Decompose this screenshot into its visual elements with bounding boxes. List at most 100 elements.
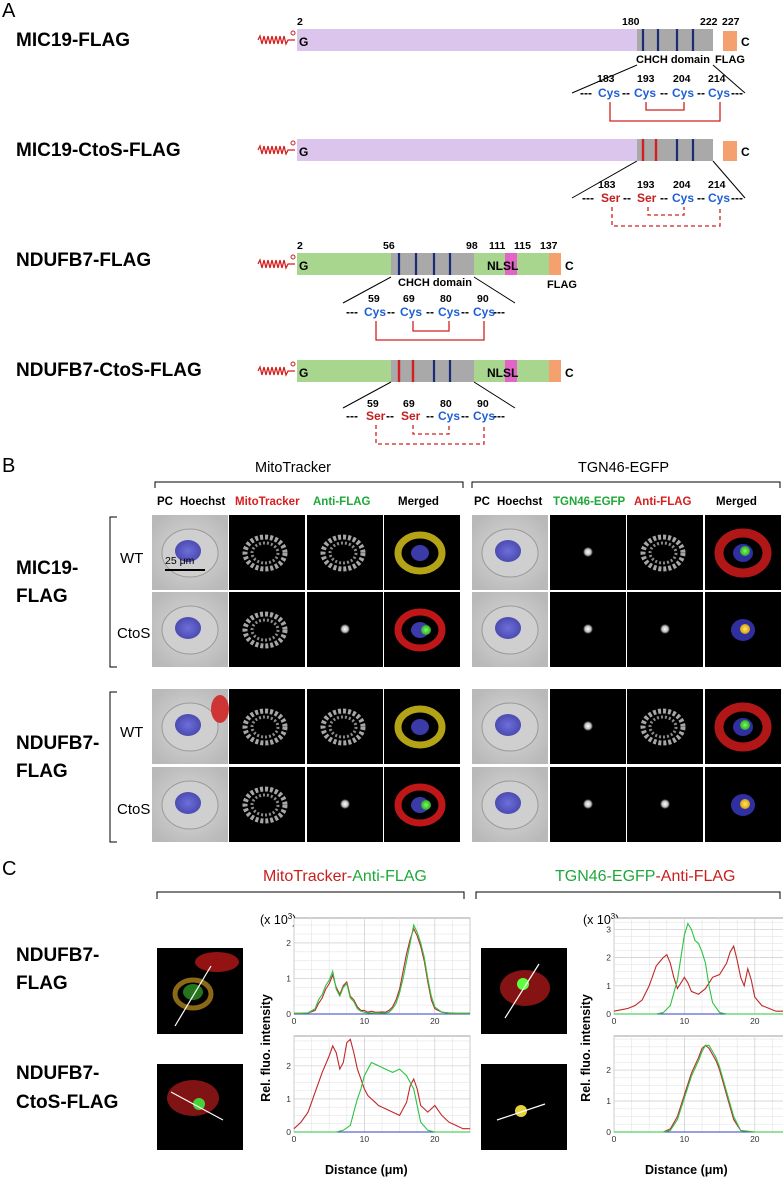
merged-signal [394, 783, 446, 827]
residue: Cys [364, 305, 386, 319]
merged-green-dot [421, 625, 431, 635]
merged-nucleus [411, 545, 429, 561]
dash-seq: -- [426, 305, 434, 319]
chch-domain-box [391, 253, 474, 275]
x-tick-label: 0 [292, 1134, 297, 1142]
nucleus [495, 792, 521, 814]
start-num: 2 [297, 16, 303, 28]
residue: Cys [708, 86, 730, 100]
micrograph-tile [152, 767, 228, 842]
series-line-red [293, 1038, 470, 1130]
nucleus [175, 714, 201, 736]
end-aa: C [741, 145, 750, 159]
dash-seq: -- [461, 409, 469, 423]
dash-seq: -- [426, 409, 434, 423]
diagram-ndufb7-ctos-flag: G C NLSL --- -- -- -- --- 59 69 80 90 Se… [257, 360, 574, 445]
golgi-dot [660, 799, 670, 809]
residue: Cys [400, 305, 422, 319]
residue-number: 90 [477, 293, 489, 305]
y-tick-label: 0 [606, 1127, 611, 1137]
position-label: 222 [700, 16, 718, 28]
x-tick-label: 10 [680, 1134, 690, 1142]
dash-seq: -- [387, 305, 395, 319]
tile-bg [307, 515, 383, 590]
dash-seq: --- [346, 305, 358, 319]
zoom-line [712, 64, 746, 94]
mito-network-inner [250, 618, 280, 642]
end-aa: C [565, 259, 574, 273]
residue-number: 69 [403, 398, 415, 410]
flag-box [549, 253, 561, 275]
y-axis-label-right: Rel. fluo. intensity [579, 994, 593, 1102]
scale-bar: 25 μm [165, 555, 205, 571]
col-header-anti-flag: Anti-FLAG [634, 496, 692, 508]
broken-bond-inner [647, 207, 685, 216]
y-tick-label: 0 [286, 1127, 291, 1137]
residue-number: 214 [708, 73, 726, 85]
residue: Ser [601, 191, 621, 205]
micrograph-tile [307, 515, 383, 590]
micrograph-tile [152, 515, 228, 590]
y-tick-label: 0 [286, 1009, 291, 1019]
col-header-pc: PC [474, 496, 490, 508]
tile-bg [627, 515, 703, 590]
x-tick-label: 0 [612, 1134, 617, 1142]
mito-network [242, 786, 288, 824]
group-bracket-right [475, 891, 781, 899]
mito-network [640, 708, 686, 746]
micrograph-tile [705, 515, 781, 590]
myristoyl-wave [257, 258, 295, 270]
series-line-red [613, 944, 783, 1012]
myristoyl-wave [257, 365, 295, 377]
merged-signal [714, 528, 772, 578]
col-header-anti-flag: Anti-FLAG [313, 496, 371, 508]
broken-bond-outer [611, 207, 721, 227]
nucleus [175, 617, 201, 639]
micrograph-tile [550, 515, 626, 590]
nucleus [175, 540, 201, 562]
residue: Cys [473, 409, 495, 423]
golgi-dot [583, 721, 593, 731]
residue-number: 80 [440, 398, 452, 410]
flag-box [549, 360, 561, 382]
dash-seq: -- [660, 86, 668, 100]
mito-network-inner [250, 715, 280, 739]
thumb-cell-ring [172, 977, 214, 1011]
micrograph-tile [627, 592, 703, 667]
start-aa: G [299, 366, 308, 380]
group-header-mitotracker: MitoTracker [255, 460, 331, 476]
residue: Cys [672, 86, 694, 100]
group-bracket-mitotracker [154, 481, 464, 488]
merged-signal [394, 608, 446, 652]
golgi-dot [340, 624, 350, 634]
dash-seq: -- [461, 305, 469, 319]
start-aa: G [299, 259, 308, 273]
micrograph-tile [472, 592, 548, 667]
micrograph-tile [705, 689, 781, 764]
y-tick-label: 1 [286, 1094, 291, 1104]
row-bracket-ndufb7 [109, 691, 117, 843]
micrograph-tile [229, 515, 305, 590]
y-tick-label: 1 [606, 1096, 611, 1106]
multiplier-exp: 3 [610, 912, 616, 921]
row-group-ndufb7-line2: FLAG [16, 761, 68, 782]
micrograph-grid [152, 515, 781, 842]
col-header-merged: Merged [716, 496, 757, 508]
panel-c-label: C [2, 858, 17, 880]
construct-name-ndufb7-flag: NDUFB7-FLAG [16, 250, 152, 271]
thumb-ndufb7-tgn [481, 948, 567, 1034]
flag-label: FLAG [715, 54, 745, 66]
zoom-line [712, 160, 746, 199]
dash-seq: -- [660, 191, 668, 205]
row-label-wt: WT [120, 724, 144, 741]
broken-bond-inner [412, 425, 450, 435]
diagram-mic19-flag: 2 G C 180 222 227 CHCH domain FLAG --- -… [257, 16, 750, 122]
zoom-line [342, 276, 392, 304]
multiplier-text: (x 10 [583, 913, 611, 928]
nlsl-label: NLSL [487, 259, 518, 273]
flag-label: FLAG [547, 279, 577, 291]
thumb-red-signal [195, 952, 239, 972]
